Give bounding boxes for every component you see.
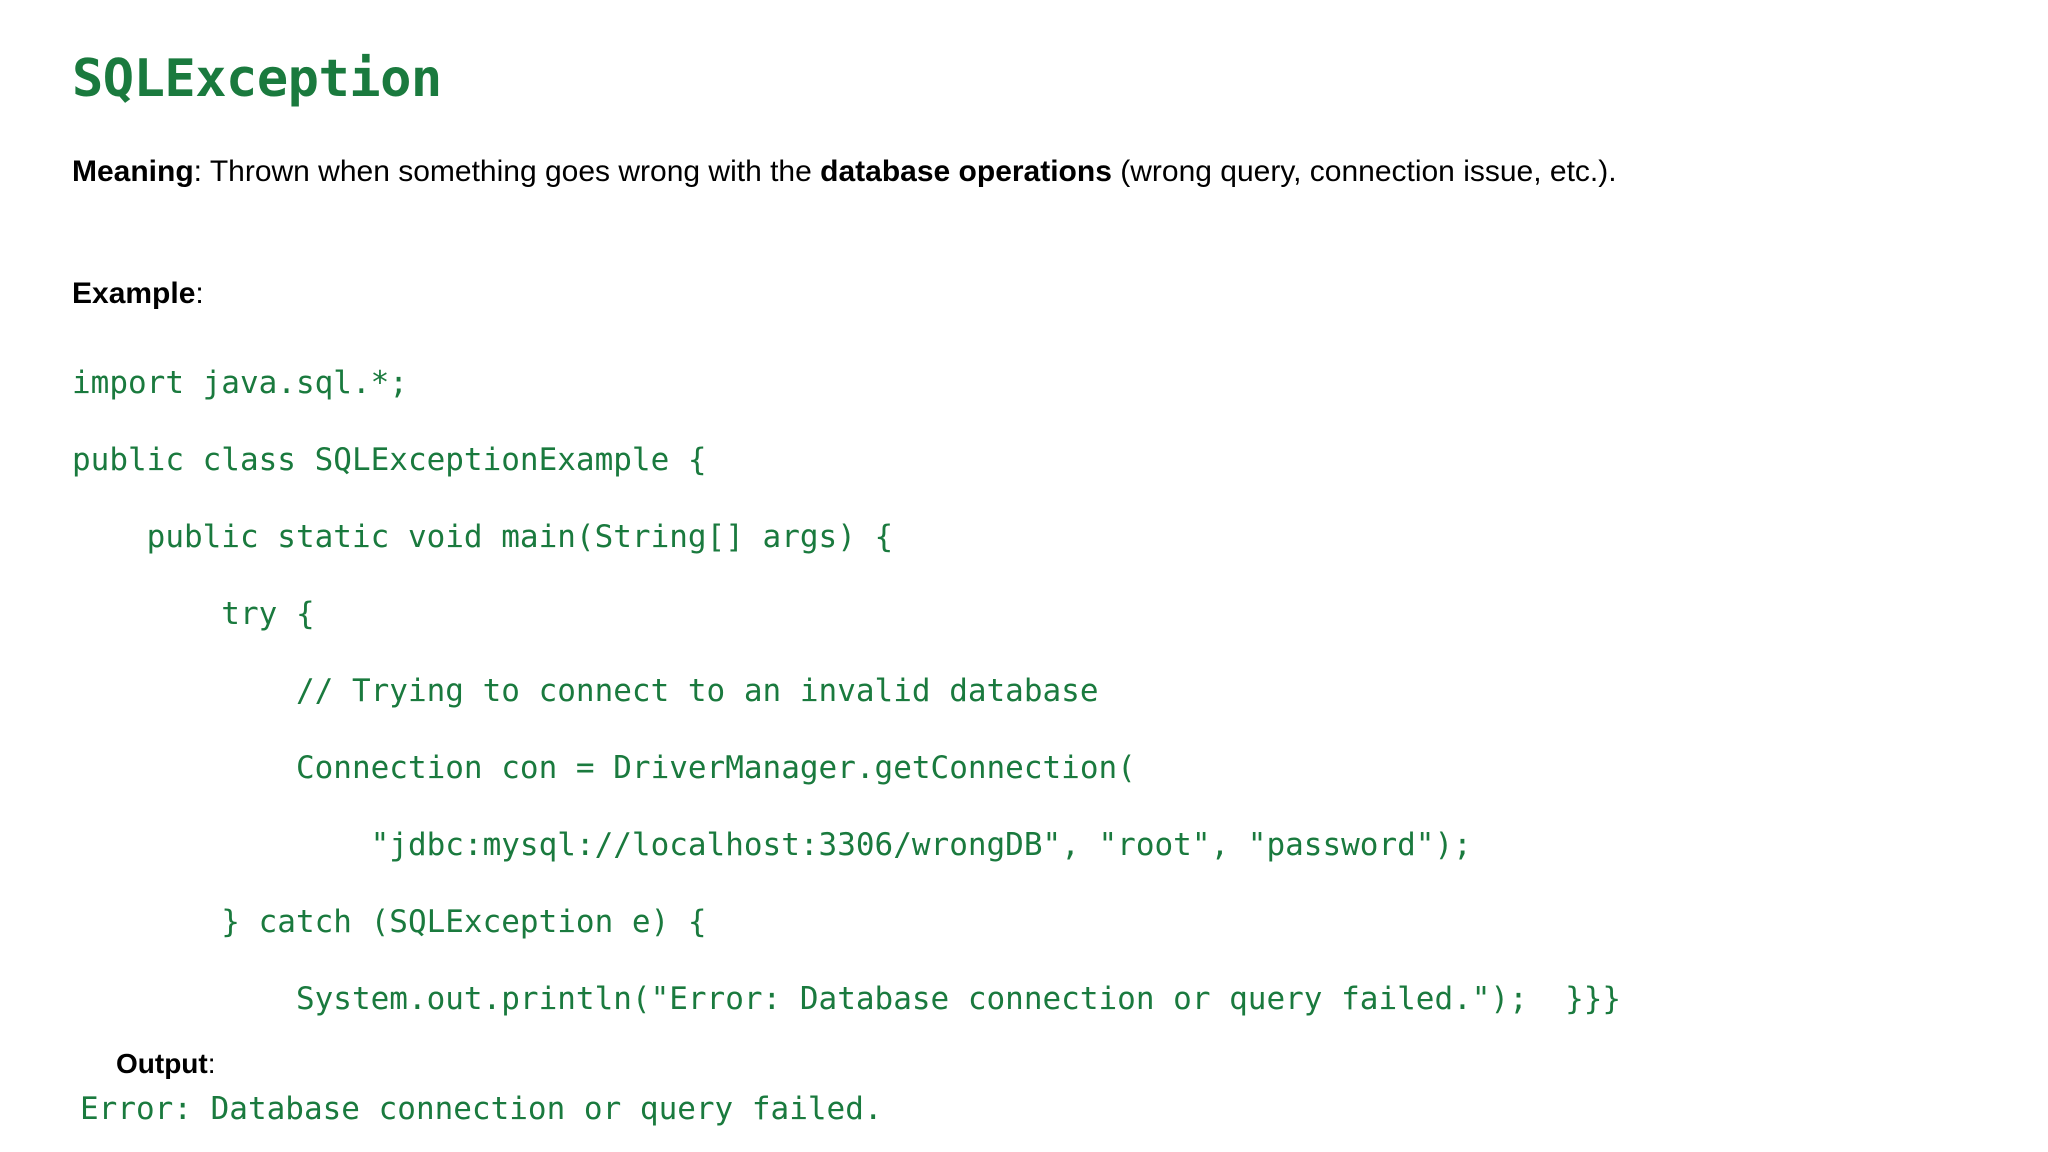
code-block: import java.sql.*; public class SQLExcep…: [72, 345, 2002, 1038]
meaning-text-part2: (wrong query, connection issue, etc.).: [1111, 155, 1617, 188]
meaning-paragraph: Meaning: Thrown when something goes wron…: [72, 150, 1972, 193]
code-line: try {: [72, 596, 315, 632]
output-label-colon: :: [207, 1048, 216, 1079]
code-line: import java.sql.*;: [72, 365, 408, 401]
code-line: Connection con = DriverManager.getConnec…: [72, 750, 1136, 786]
example-label: Example:: [72, 274, 204, 314]
meaning-text-part1: Thrown when something goes wrong with th…: [209, 155, 821, 188]
code-line: } catch (SQLException e) {: [72, 904, 707, 940]
code-line: public static void main(String[] args) {: [72, 519, 894, 555]
meaning-emphasis: database operations: [820, 155, 1112, 188]
meaning-colon: :: [193, 155, 210, 188]
meaning-label: Meaning: [72, 155, 194, 188]
code-line: // Trying to connect to an invalid datab…: [72, 673, 1099, 709]
page-title: SQLException: [72, 49, 442, 109]
example-label-text: Example: [72, 277, 196, 310]
code-line: public class SQLExceptionExample {: [72, 442, 707, 478]
output-label-text: Output: [116, 1048, 208, 1079]
example-label-colon: :: [195, 277, 204, 310]
output-text: Error: Database connection or query fail…: [80, 1091, 883, 1127]
code-line: System.out.println("Error: Database conn…: [72, 981, 1622, 1017]
code-line: "jdbc:mysql://localhost:3306/wrongDB", "…: [72, 827, 1472, 863]
output-label: Output:: [116, 1046, 216, 1082]
